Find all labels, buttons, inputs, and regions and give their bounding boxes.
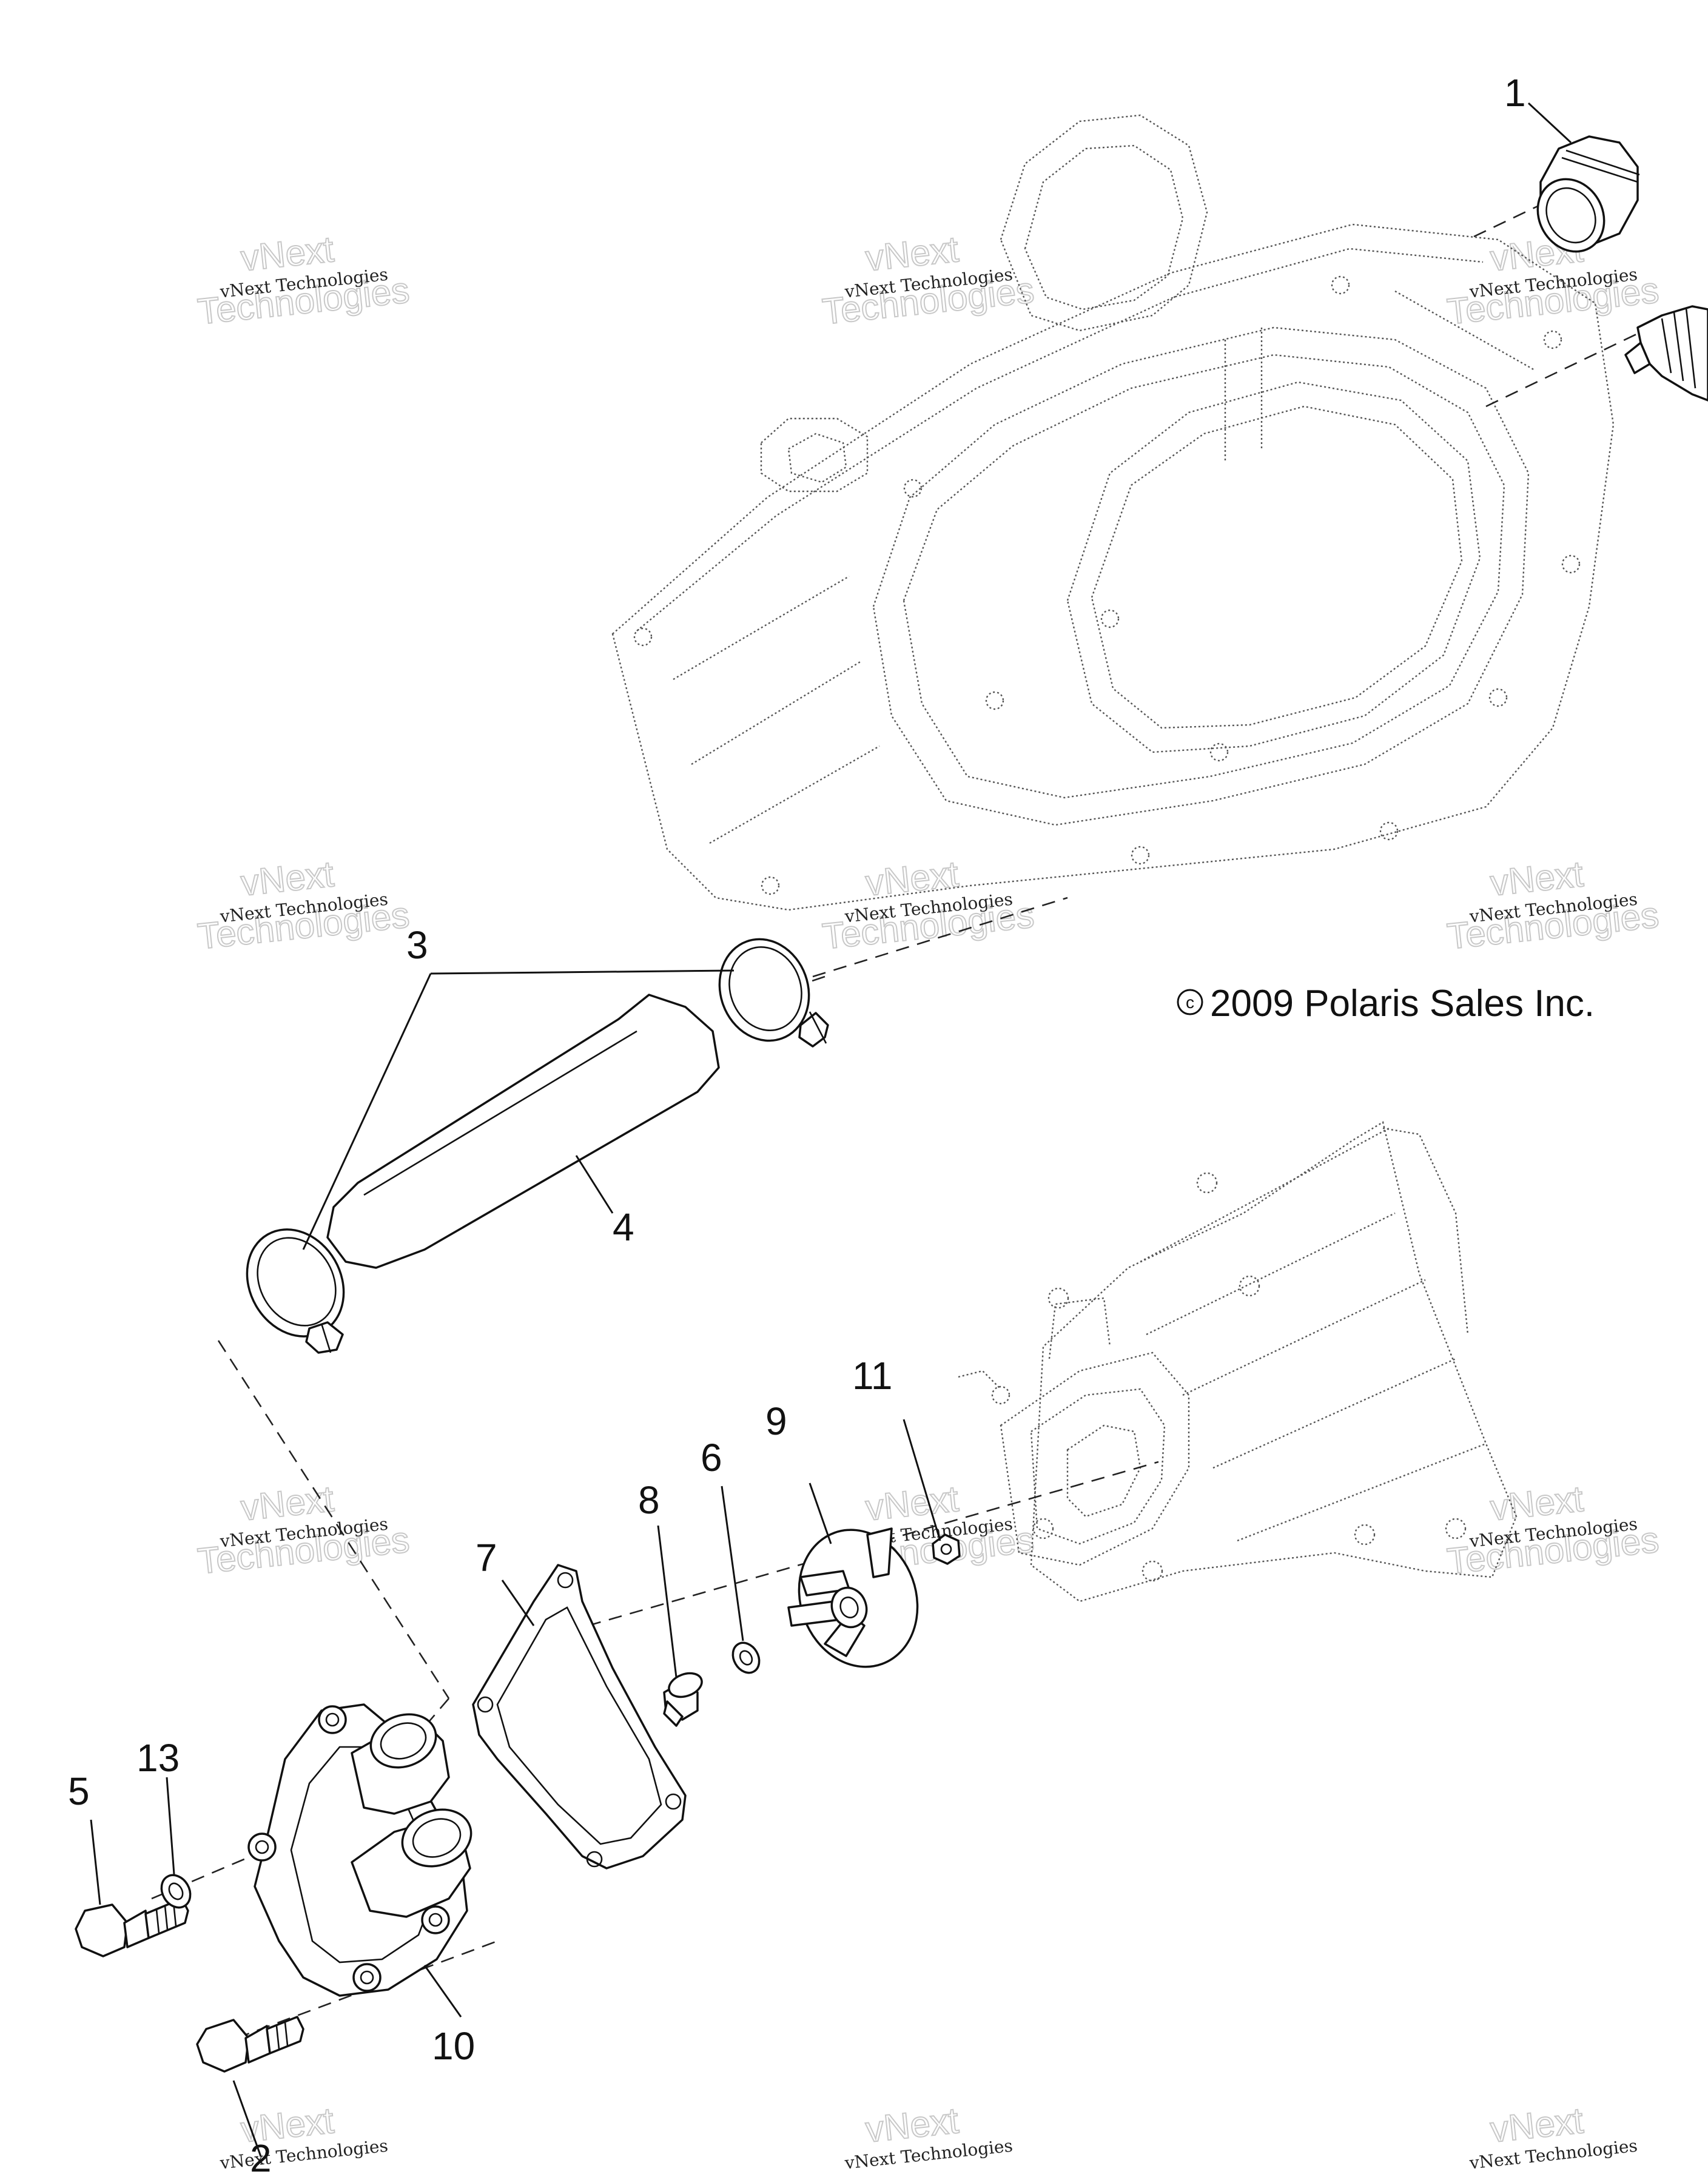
watermark: vNext Technologies vNext Technologies [1445, 853, 1661, 958]
callout-2: 2 [250, 2136, 272, 2174]
copyright-circle [1177, 989, 1203, 1015]
callout-8: 7 [476, 1536, 497, 1580]
copyright-notice: c 2009 Polaris Sales Inc. [1177, 983, 1595, 1025]
part-11-nut [932, 1533, 961, 1565]
callout-5: 5 [68, 1769, 90, 1813]
copyright-c: c [1186, 993, 1194, 1012]
leader-lines [90, 102, 1572, 2157]
part-8-gasket [472, 1564, 687, 1869]
part-3-clamp-lower [246, 1228, 345, 1354]
callout-7: 10 [432, 2024, 475, 2068]
part-10-impeller [787, 1527, 919, 1668]
watermark: vNext Technologies vNext Technologies [195, 853, 412, 958]
cylinder-head-outline [611, 114, 1615, 911]
watermark: vNext vNext Technologies [1468, 2099, 1638, 2173]
callout-10: 9 [765, 1399, 787, 1443]
watermark: vNext Technologies vNext Technologies [195, 228, 412, 333]
part-3-clamp-upper [718, 938, 829, 1048]
part-4-hose [326, 994, 720, 1269]
part-5-bolt [75, 1897, 189, 1957]
watermark: vNext Technologies vNext Technologies [1445, 1478, 1661, 1583]
callouts: 1 3 4 11 9 6 8 7 13 5 10 2 [68, 71, 1526, 2174]
part-13-washer [160, 1874, 192, 1909]
watermark: vNext vNext Technologies [218, 2099, 389, 2173]
watermark: vNext Technologies vNext Technologies [195, 1478, 412, 1583]
watermark: vNext vNext Technologies [843, 2099, 1014, 2173]
part-6-washer [731, 1641, 761, 1674]
callout-6: 6 [701, 1436, 722, 1479]
crankcase-outline [958, 1121, 1518, 1603]
copyright-text: 2009 Polaris Sales Inc. [1210, 983, 1595, 1025]
part-1-fitting [1536, 135, 1640, 253]
callout-13: 13 [136, 1736, 180, 1780]
callout-9: 8 [638, 1478, 660, 1522]
part-2-bolt [196, 2016, 304, 2073]
watermark: vNext Technologies vNext Technologies [820, 228, 1037, 333]
callout-3: 3 [406, 923, 428, 967]
callout-1: 1 [1504, 71, 1526, 115]
part-2-sensor [1624, 305, 1708, 402]
callout-4: 4 [613, 1205, 634, 1249]
callout-11: 11 [852, 1354, 892, 1398]
part-7-pump-cover [247, 1703, 472, 1997]
part-9-fitting [663, 1672, 703, 1727]
